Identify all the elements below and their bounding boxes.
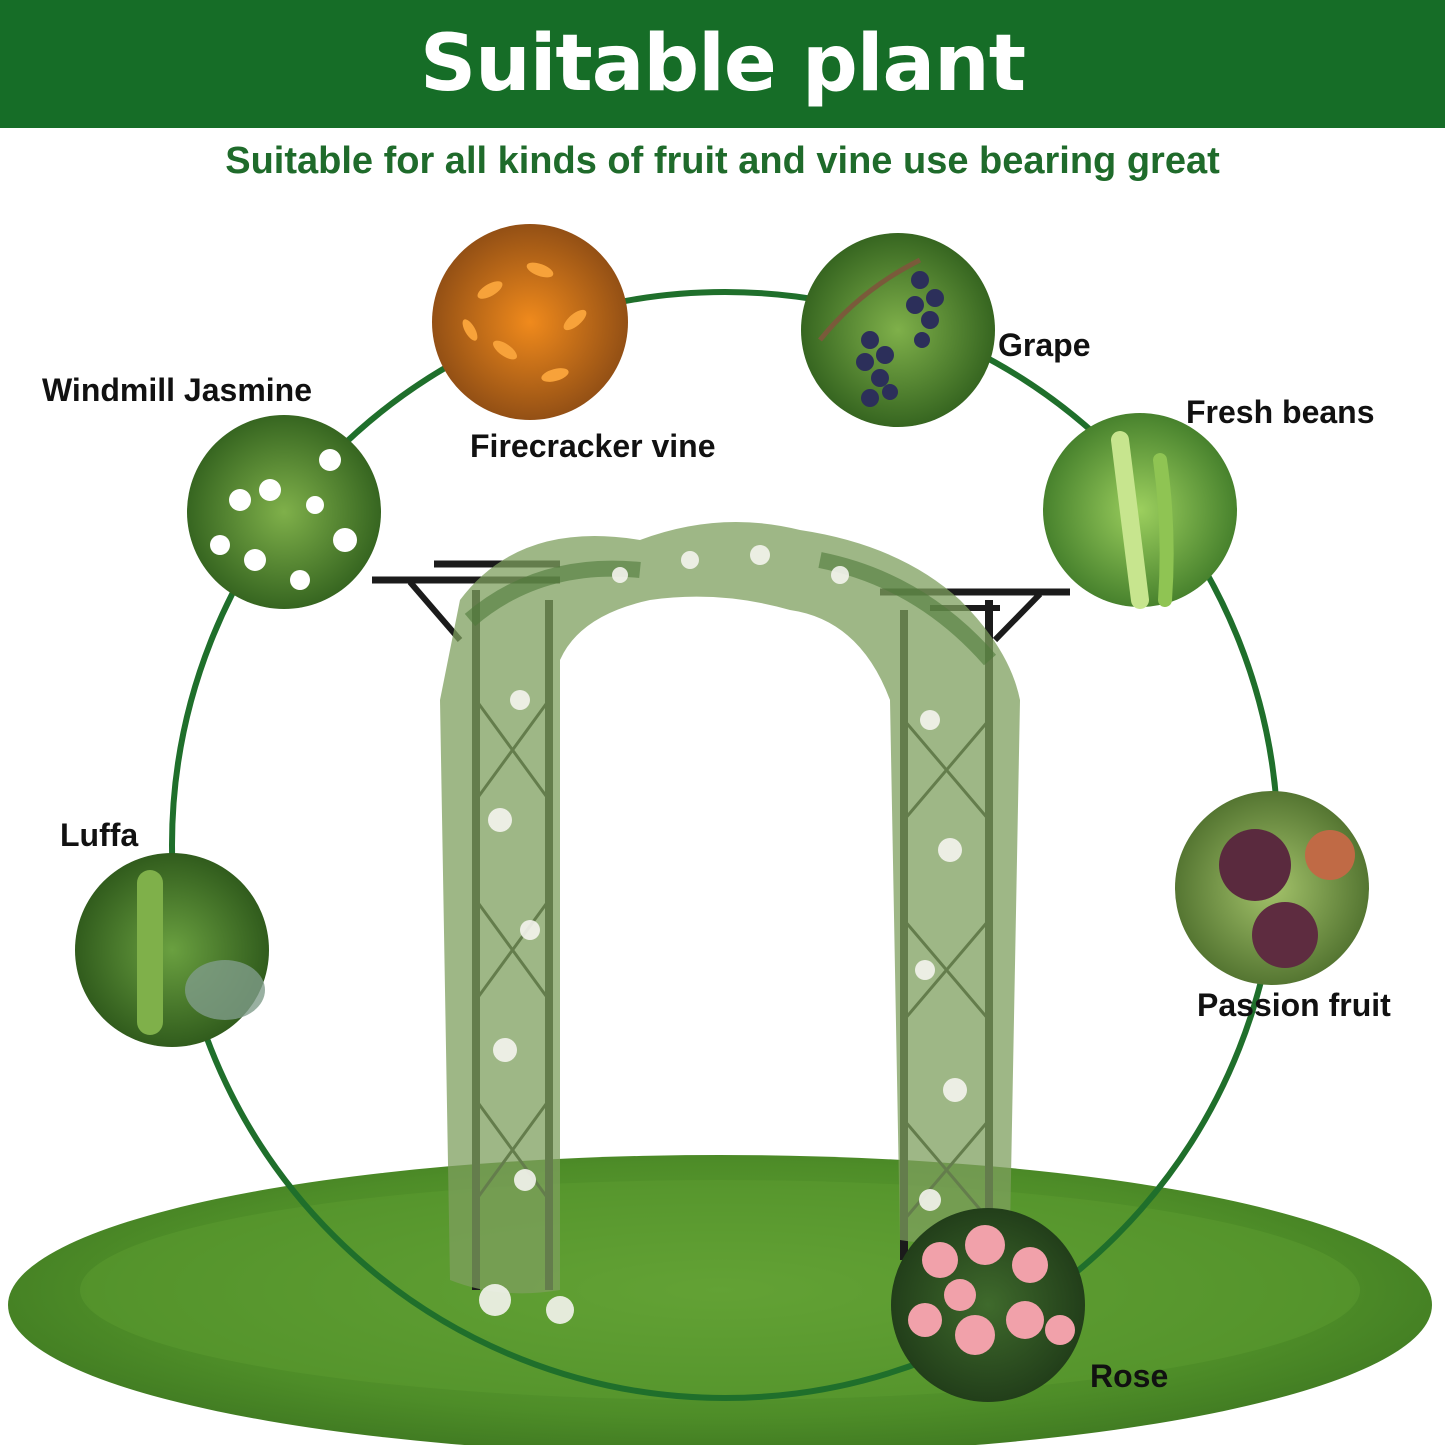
label-rose: Rose bbox=[1090, 1358, 1169, 1394]
page-title: Suitable plant bbox=[419, 19, 1026, 109]
label-windmill-jasmine: Windmill Jasmine bbox=[42, 372, 312, 408]
label-luffa: Luffa bbox=[60, 817, 139, 853]
passion-fruit-photo bbox=[1175, 791, 1369, 985]
label-fresh-beans: Fresh beans bbox=[1186, 394, 1375, 430]
windmill-jasmine-photo bbox=[187, 415, 381, 609]
label-firecracker-vine: Firecracker vine bbox=[470, 428, 716, 464]
firecracker-vine-photo bbox=[432, 224, 628, 420]
rose-photo bbox=[891, 1208, 1085, 1402]
grass-lawn bbox=[8, 1155, 1432, 1445]
luffa-photo bbox=[75, 853, 269, 1047]
title-banner: Suitable plant bbox=[0, 0, 1445, 128]
grape-photo bbox=[801, 233, 995, 427]
page-subtitle: Suitable for all kinds of fruit and vine… bbox=[225, 140, 1220, 182]
label-grape: Grape bbox=[998, 327, 1091, 363]
fresh-beans-photo bbox=[1043, 413, 1237, 609]
label-passion-fruit: Passion fruit bbox=[1197, 987, 1391, 1023]
